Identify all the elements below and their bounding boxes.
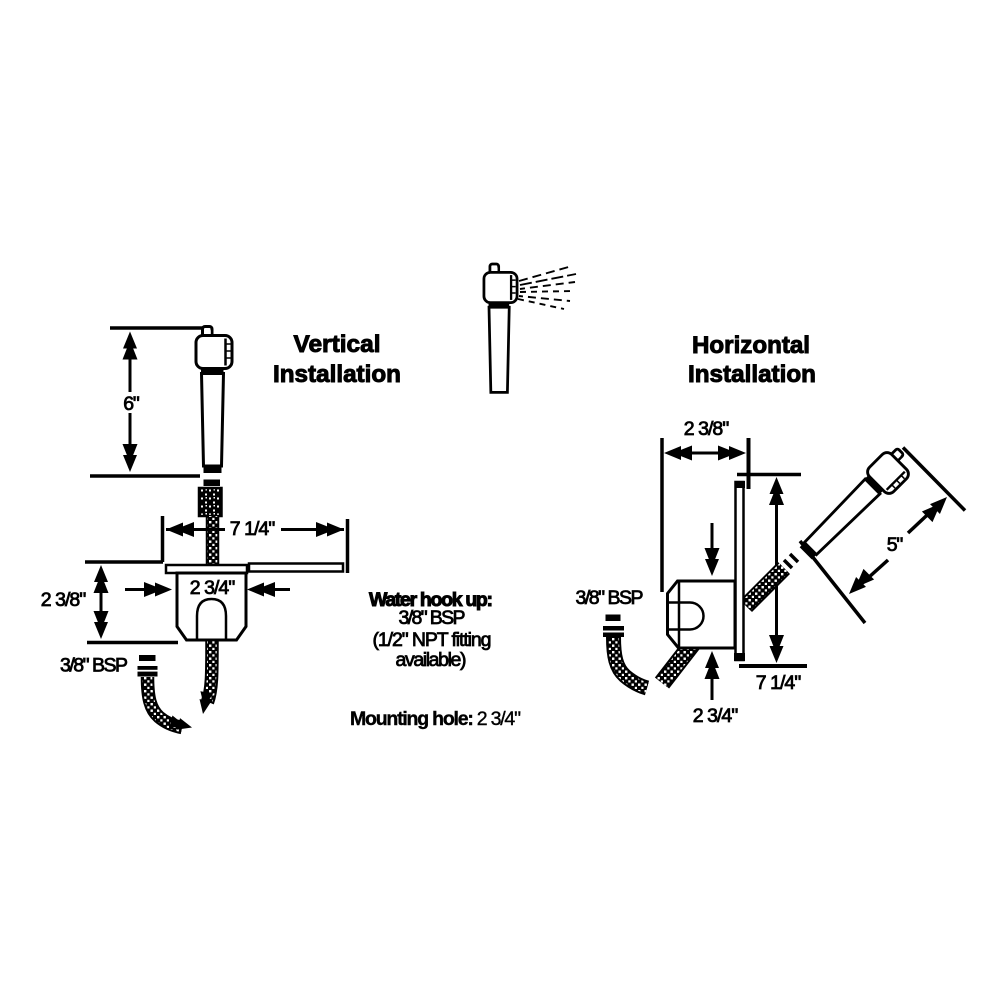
svg-text:3/8" BSP: 3/8" BSP: [60, 655, 128, 677]
svg-text:Horizontal: Horizontal: [692, 332, 810, 359]
svg-text:2 3/4": 2 3/4": [693, 705, 739, 727]
svg-text:2 3/8": 2 3/8": [684, 418, 730, 440]
svg-text:available): available): [396, 649, 467, 671]
svg-text:6": 6": [123, 393, 140, 415]
svg-text:7 1/4": 7 1/4": [230, 518, 276, 540]
svg-text:Mounting hole: 2 3/4": Mounting hole: 2 3/4": [350, 708, 521, 730]
svg-text:2 3/4": 2 3/4": [190, 577, 236, 599]
svg-text:5": 5": [887, 534, 904, 556]
svg-text:3/8" BSP: 3/8" BSP: [399, 607, 466, 629]
svg-text:Installation: Installation: [273, 361, 401, 388]
svg-text:(1/2" NPT fitting: (1/2" NPT fitting: [373, 629, 492, 651]
svg-text:Installation: Installation: [688, 361, 816, 388]
svg-text:Vertical: Vertical: [294, 331, 381, 358]
svg-text:Water hook up:: Water hook up:: [369, 589, 493, 611]
svg-text:3/8" BSP: 3/8" BSP: [576, 587, 644, 609]
svg-text:7 1/4": 7 1/4": [756, 672, 802, 694]
svg-text:2 3/8": 2 3/8": [41, 589, 87, 611]
